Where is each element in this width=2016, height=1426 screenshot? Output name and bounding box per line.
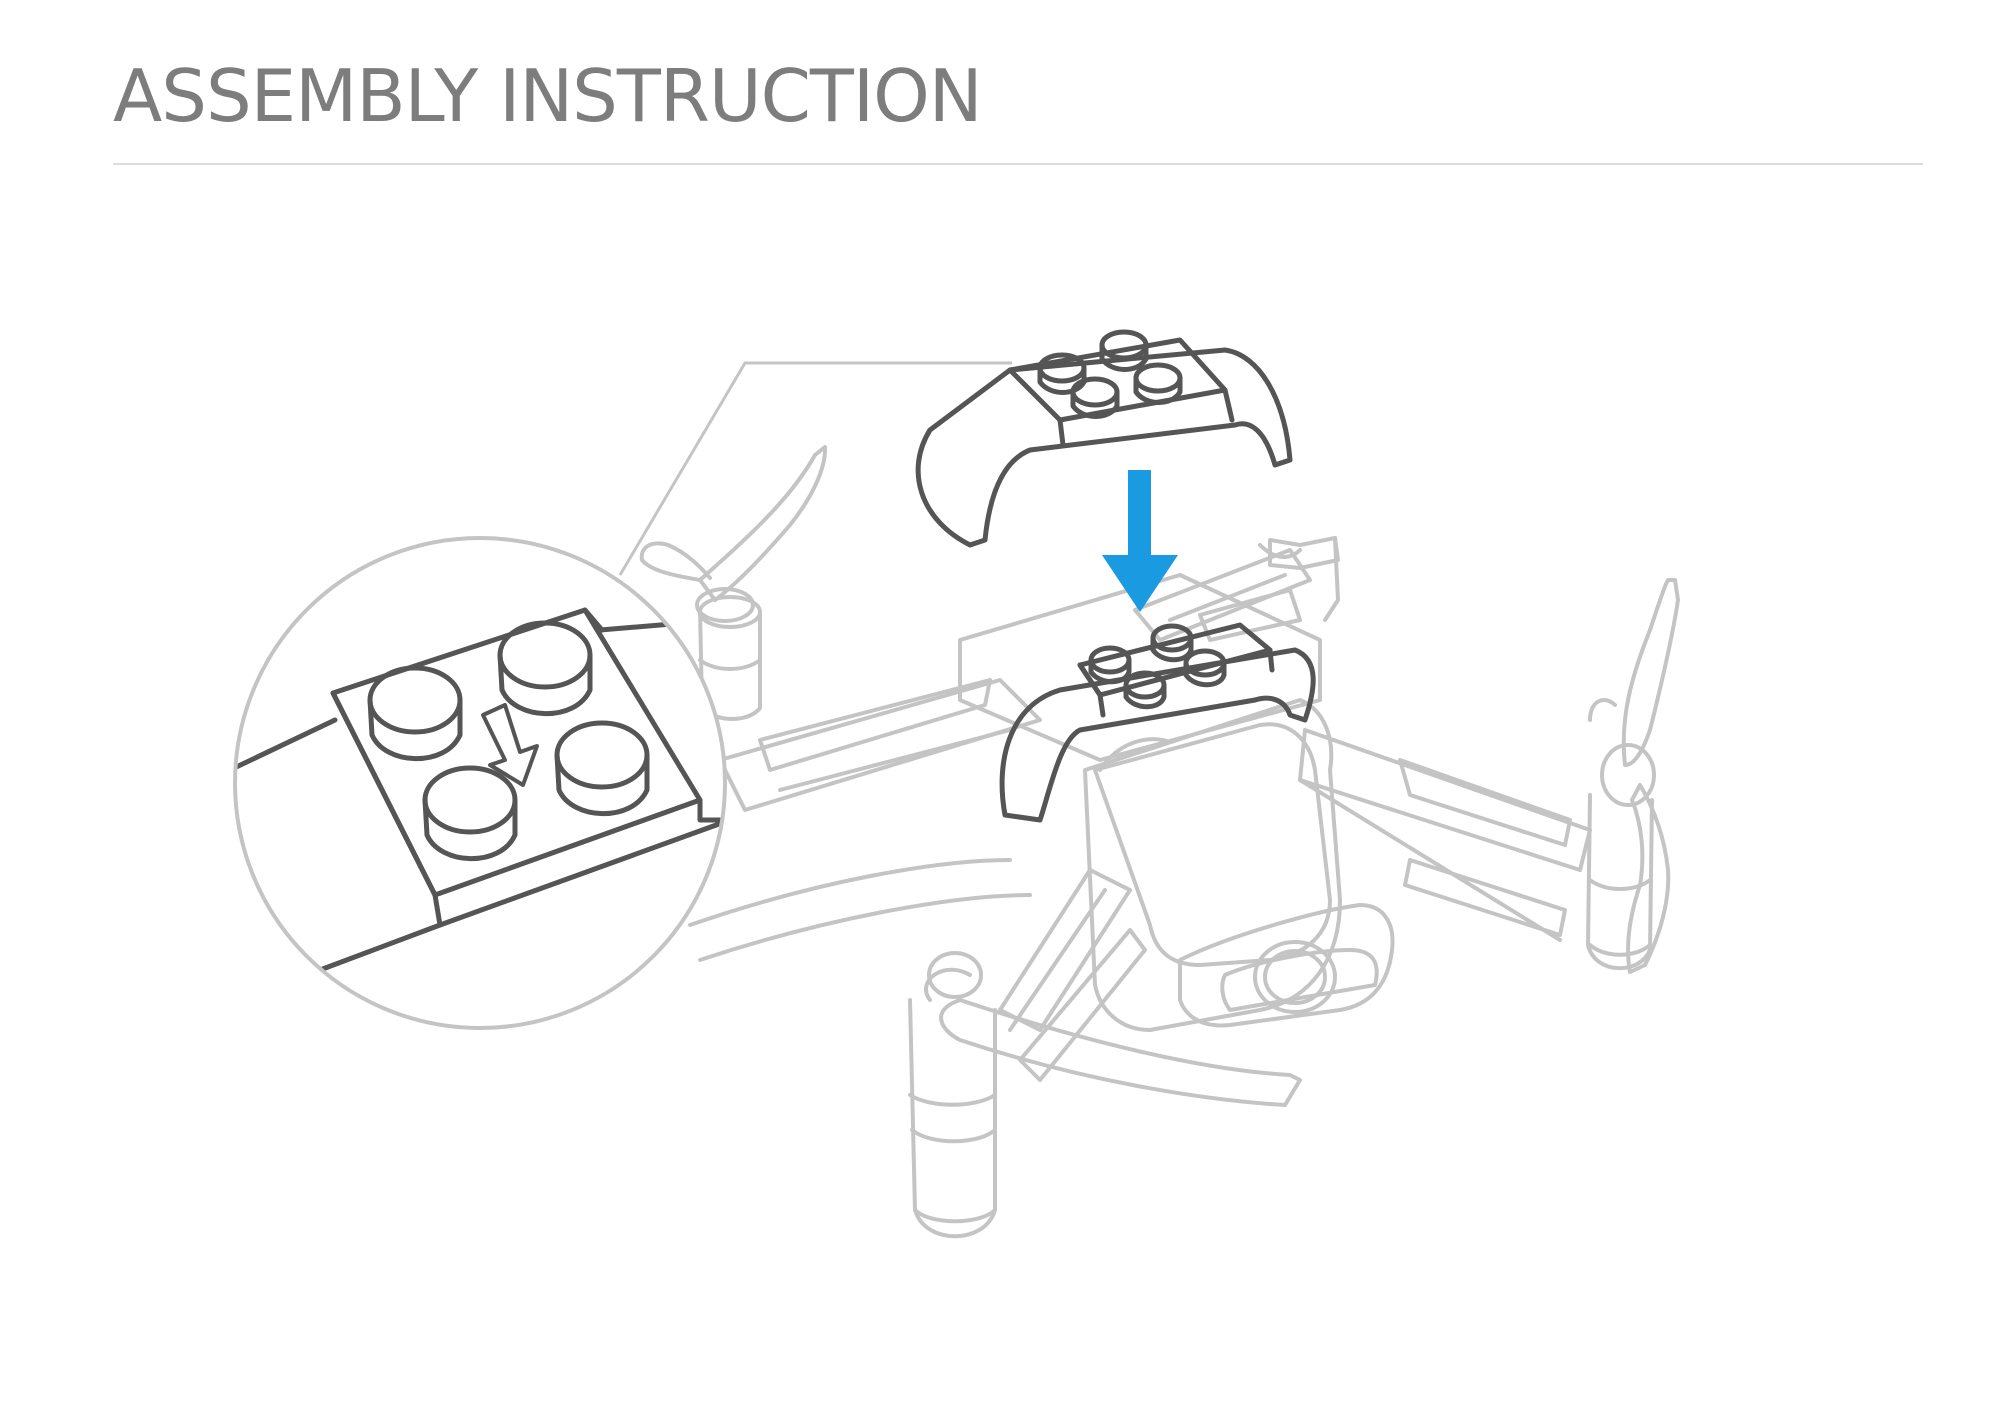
drone-body (958, 573, 1342, 1032)
propeller-back-right (1258, 536, 1340, 622)
down-arrow-icon (1102, 470, 1178, 612)
drone-camera (1178, 903, 1395, 1028)
drone-battery (1093, 722, 1332, 967)
arm-front-right (1298, 728, 1592, 942)
detail-magnifier (233, 536, 727, 1030)
adapter-mounted (999, 622, 1316, 823)
propeller-front-left (924, 951, 1302, 1107)
motor-front-right (1586, 793, 1654, 971)
propeller-back-left (639, 445, 828, 623)
page-header: ASSEMBLY INSTRUCTION (113, 60, 1923, 132)
callout-line (618, 361, 1012, 576)
title-divider (113, 163, 1923, 165)
motor-front-left (908, 998, 997, 1239)
adapter-floating (915, 329, 1293, 548)
page-title: ASSEMBLY INSTRUCTION (113, 54, 983, 138)
arm-left (688, 678, 1042, 962)
drone-illustration (639, 445, 1680, 1239)
propeller-front-right (1588, 578, 1680, 974)
